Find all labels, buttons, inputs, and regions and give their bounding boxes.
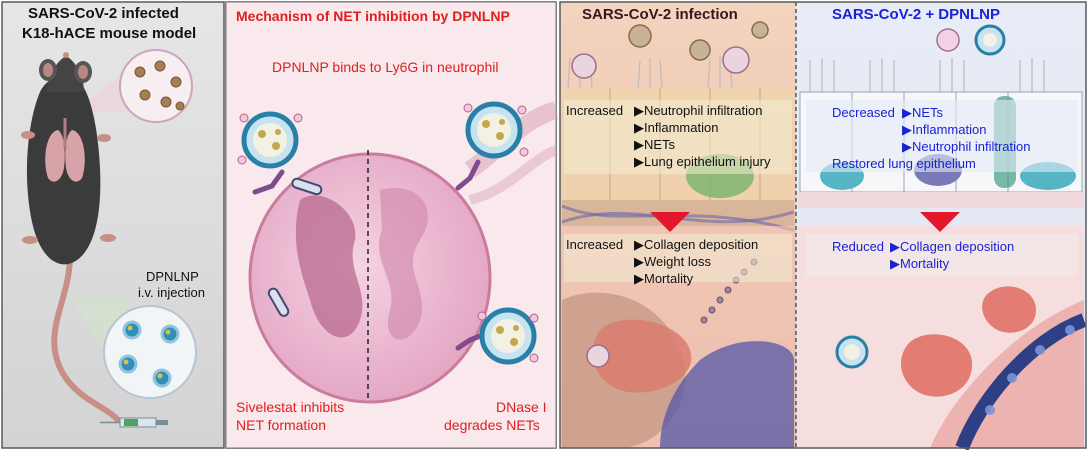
treatment-bottom-prefix: Reduced <box>832 239 885 254</box>
lung-right <box>65 130 85 182</box>
mouse-body <box>26 75 101 265</box>
infection-bottom-prefix: Increased <box>566 237 624 252</box>
panel-mouse-model <box>1 1 225 449</box>
infection-down-arrow <box>650 212 690 232</box>
sivelestat-label-line1: Sivelestat inhibits <box>236 399 345 415</box>
neutrophil-cell <box>248 152 492 404</box>
nucleus-right <box>378 188 428 340</box>
treatment-down-arrow <box>920 212 960 232</box>
infection-bottom-item: ▶Collagen deposition <box>634 237 759 252</box>
dnase-label-line2: degrades NETs <box>444 417 540 433</box>
panel-treatment <box>795 2 1087 450</box>
restored-epithelium-label: Restored lung epithelium <box>832 156 976 171</box>
infection-bottom-item: ▶Weight loss <box>634 254 711 269</box>
treatment-top-item: ▶Inflammation <box>902 122 987 137</box>
panel-infection <box>560 2 796 448</box>
treatment-top-item: ▶Neutrophil infiltration <box>902 139 1031 154</box>
sivelestat-label-line2: NET formation <box>236 417 326 433</box>
treatment-title: SARS-CoV-2 + DPNLNP <box>832 6 1000 23</box>
nucleus-left <box>295 195 363 338</box>
panel-mechanism <box>225 1 559 449</box>
syringe <box>100 417 168 428</box>
lung-left <box>45 130 65 182</box>
injection-label-line1: DPNLNP <box>146 269 199 284</box>
treatment-top-item: ▶NETs <box>902 105 944 120</box>
virus-magnifier <box>119 49 193 123</box>
infection-title: SARS-CoV-2 infection <box>582 6 738 23</box>
infection-top-prefix: Increased <box>566 103 624 118</box>
injection-label-line2: i.v. injection <box>138 285 205 300</box>
infection-top-item: ▶Inflammation <box>634 120 719 135</box>
infection-top-item: ▶NETs <box>634 137 676 152</box>
dpnlnp-particles <box>241 101 537 365</box>
treatment-bottom-item: ▶Mortality <box>890 256 950 271</box>
dnase-label-line1: DNase I <box>496 399 547 415</box>
model-title-line1: SARS-CoV-2 infected <box>28 5 179 22</box>
nanoparticle-magnifier <box>103 305 197 399</box>
model-title-line2: K18-hACE mouse model <box>22 25 197 42</box>
infection-bottom-item: ▶Mortality <box>634 271 694 286</box>
treatment-top-prefix: Decreased <box>832 105 895 120</box>
infection-top-item: ▶Lung epithelium injury <box>634 154 771 169</box>
infection-top-item: ▶Neutrophil infiltration <box>634 103 763 118</box>
binding-label: DPNLNP binds to Ly6G in neutrophil <box>272 59 499 75</box>
mechanism-title: Mechanism of NET inhibition by DPNLNP <box>236 8 510 24</box>
treatment-bottom-item: ▶Collagen deposition <box>890 239 1015 254</box>
mouse-tail <box>51 247 121 423</box>
